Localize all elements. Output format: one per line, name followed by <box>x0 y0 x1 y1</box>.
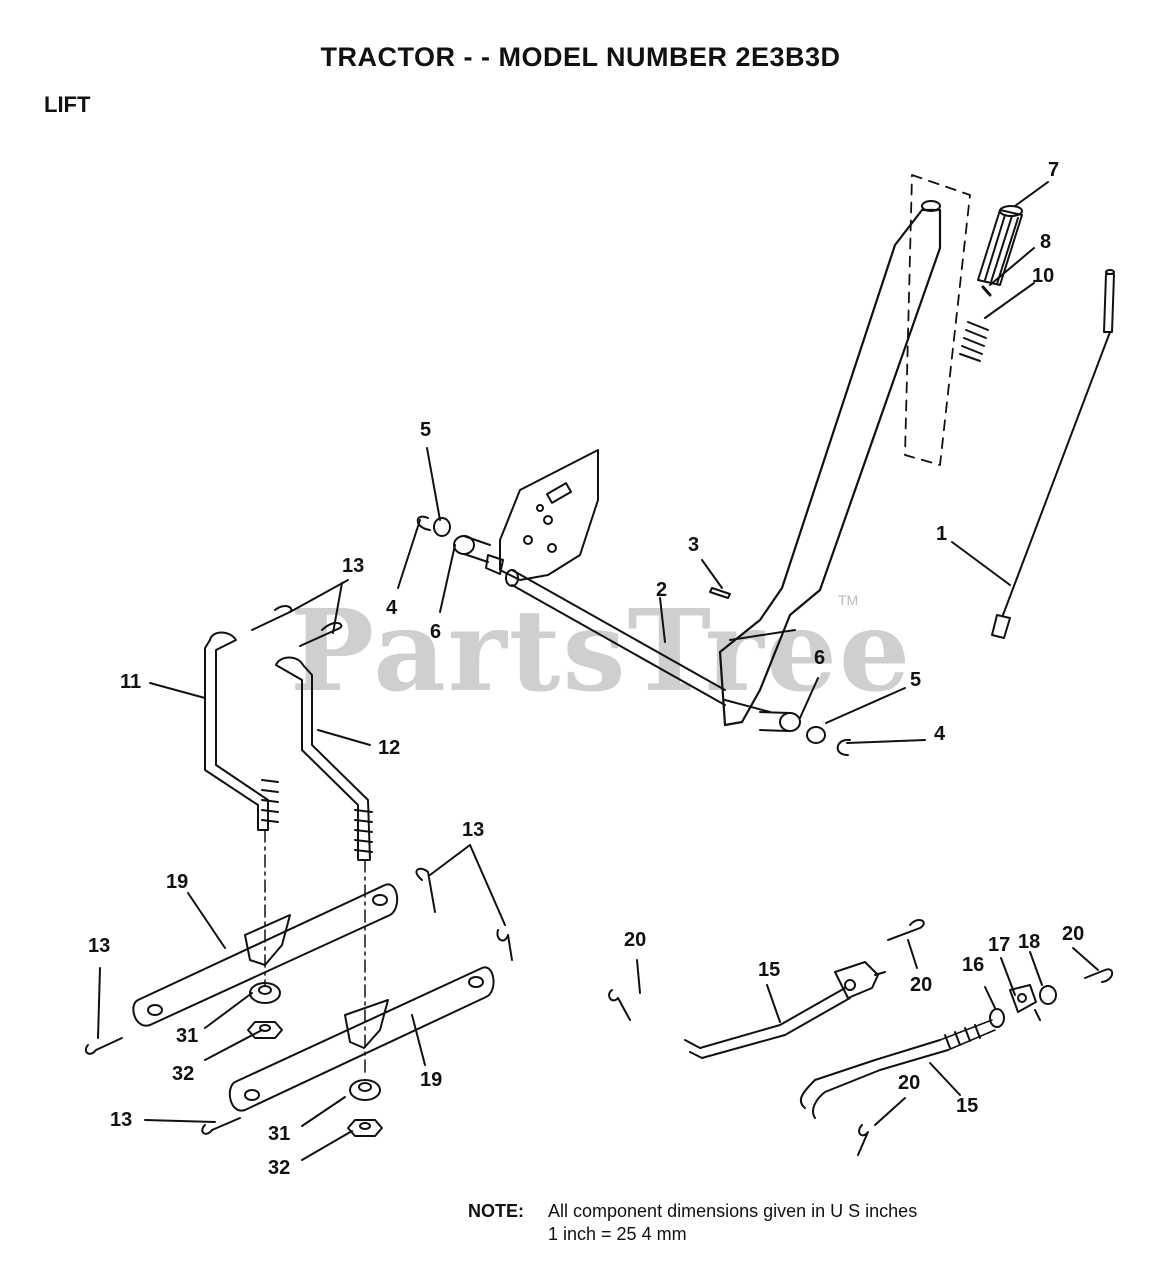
callout-lift-rod: 1 <box>936 523 948 545</box>
pin <box>981 285 992 297</box>
hair-pins-top <box>251 605 343 647</box>
spring <box>959 321 989 362</box>
callout-lift-link-left: 11 <box>120 671 142 693</box>
callout-bushing: 6 <box>430 621 442 643</box>
callout-hair-pin: 20 <box>910 974 933 996</box>
note-text: All component dimensions given in U S in… <box>548 1200 917 1246</box>
note-line-2: 1 inch = 25 4 mm <box>548 1224 687 1244</box>
watermark: PartsTree <box>290 586 913 717</box>
callout-grip: 7 <box>1048 159 1060 181</box>
note-line-1: All component dimensions given in U S in… <box>548 1201 918 1221</box>
note-label: NOTE: <box>468 1201 524 1221</box>
callout-lift-arm: 19 <box>420 1069 443 1091</box>
lift-links <box>204 631 373 861</box>
diagram-title: TRACTOR - - MODEL NUMBER 2E3B3D <box>320 42 841 72</box>
callout-hair-pin: 13 <box>342 555 365 577</box>
callout-washer: 16 <box>962 954 985 976</box>
callout-hair-pin: 13 <box>462 819 485 841</box>
cross-shaft <box>485 554 771 713</box>
section-label: LIFT <box>44 92 91 117</box>
callout-nut: 32 <box>172 1063 195 1085</box>
callout-bushing: 6 <box>814 647 826 669</box>
callout-clip: 4 <box>386 597 398 619</box>
trademark-mark: TM <box>838 592 859 608</box>
callout-washer: 31 <box>176 1025 199 1047</box>
callout-pin: 8 <box>1040 231 1052 253</box>
callout-nut: 18 <box>1018 931 1041 953</box>
callout-hair-pin: 20 <box>898 1072 921 1094</box>
callout-washer: 31 <box>268 1123 291 1145</box>
callout-hair-pin: 20 <box>624 929 647 951</box>
bushings-clips <box>416 515 851 756</box>
note: NOTE: All component dimensions given in U… <box>468 1200 917 1246</box>
callout-hair-pin: 13 <box>110 1109 133 1131</box>
callout-key: 3 <box>688 534 700 556</box>
callout-spring: 10 <box>1032 265 1055 287</box>
callout-nut: 32 <box>268 1157 291 1179</box>
handle-extension-outline <box>904 174 971 466</box>
callout-hair-pin: 20 <box>1062 923 1085 945</box>
callout-lift-arm: 19 <box>166 871 189 893</box>
hair-pins <box>84 867 513 1135</box>
callout-clip: 4 <box>934 723 946 745</box>
grip <box>977 205 1023 286</box>
callout-washer: 5 <box>420 419 432 441</box>
lift-rod <box>991 269 1115 639</box>
callout-rod: 15 <box>758 959 781 981</box>
lift-arms <box>132 883 495 1112</box>
bracket-plate <box>499 449 599 581</box>
rod-assembly <box>608 918 1114 1156</box>
callout-hair-pin: 13 <box>88 935 111 957</box>
callout-cross-shaft: 2 <box>656 579 668 601</box>
center-lines <box>264 829 366 1076</box>
callout-lift-link-right: 12 <box>378 737 401 759</box>
washers-nuts <box>247 982 383 1137</box>
leader-lines <box>97 181 1099 1161</box>
callout-washer: 5 <box>910 669 922 691</box>
lift-handle <box>718 200 942 727</box>
callout-rod: 15 <box>956 1095 979 1117</box>
callout-block: 17 <box>988 934 1011 956</box>
